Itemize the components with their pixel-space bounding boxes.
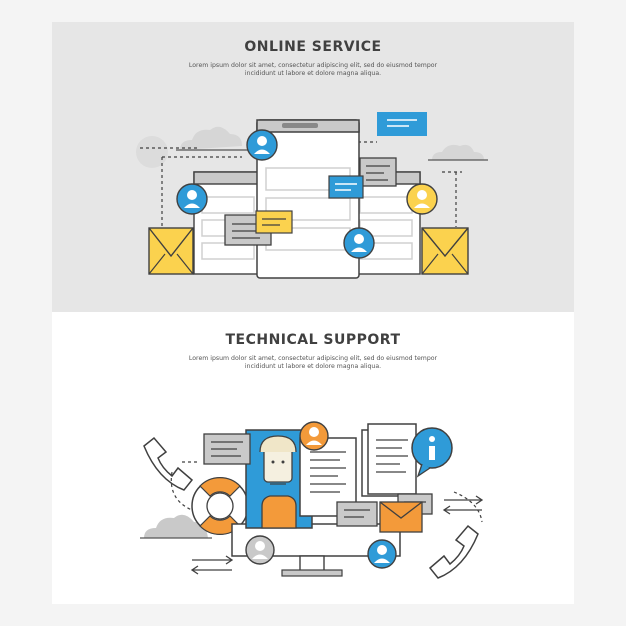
- envelope-icon: [421, 227, 469, 275]
- arrows-icon: [190, 555, 234, 575]
- lifebuoy-icon: [191, 477, 249, 535]
- online-service-panel: ONLINE SERVICE Lorem ipsum dolor sit ame…: [52, 22, 574, 312]
- user-avatar-icon: [406, 183, 438, 215]
- phone-icon: [428, 524, 479, 579]
- technical-support-panel: TECHNICAL SUPPORT Lorem ipsum dolor sit …: [52, 312, 574, 604]
- user-avatar-icon: [299, 421, 329, 451]
- chat-bubble-icon: [203, 433, 251, 465]
- cloud-icon: [428, 144, 488, 161]
- document-icon: [353, 171, 421, 275]
- info-icon: [411, 427, 453, 478]
- online-service-description: Lorem ipsum dolor sit amet, consectetur …: [188, 62, 438, 77]
- user-avatar-icon: [343, 227, 375, 259]
- chat-bubble-icon: [336, 501, 378, 527]
- user-avatar-icon: [246, 129, 278, 161]
- online-service-title: ONLINE SERVICE: [244, 39, 382, 55]
- infographic-card: ONLINE SERVICE Lorem ipsum dolor sit ame…: [52, 22, 574, 604]
- user-avatar-icon: [245, 535, 275, 565]
- arrows-icon: [442, 495, 484, 515]
- chat-bubble-icon: [359, 157, 397, 187]
- chat-bubble-icon: [328, 175, 364, 199]
- envelope-icon: [148, 227, 194, 275]
- online-service-illustration: [136, 112, 488, 279]
- envelope-icon: [379, 501, 423, 533]
- user-avatar-icon: [367, 539, 397, 569]
- technical-support-description: Lorem ipsum dolor sit amet, consectetur …: [188, 355, 438, 370]
- connector-lines: [170, 461, 483, 523]
- chat-bubble-icon: [255, 210, 293, 234]
- document-icon: [361, 423, 417, 497]
- phone-icon: [143, 436, 194, 491]
- chat-bubble-icon: [377, 112, 427, 136]
- tablet-icon: [256, 119, 360, 279]
- user-avatar-icon: [176, 183, 208, 215]
- cloud-icon: [136, 136, 168, 168]
- cloud-icon: [176, 126, 248, 151]
- technical-support-title: TECHNICAL SUPPORT: [225, 332, 401, 348]
- cloud-icon: [140, 514, 212, 539]
- technical-support-illustration: [140, 421, 484, 579]
